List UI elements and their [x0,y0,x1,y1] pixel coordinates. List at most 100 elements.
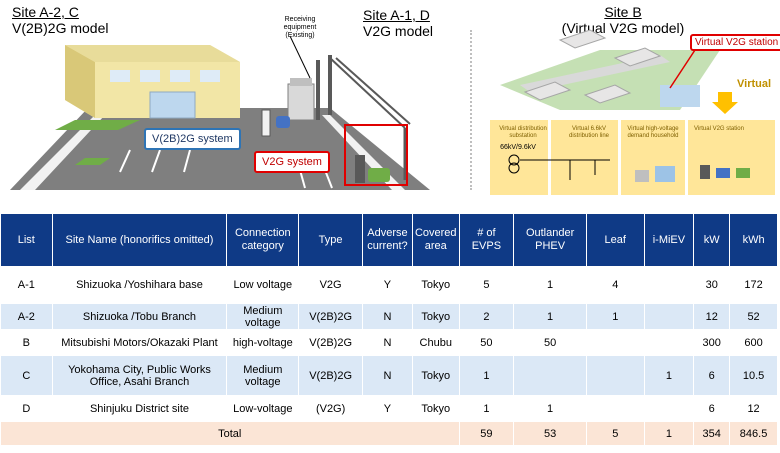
cell: 6 [693,355,731,396]
cell: A-2 [0,303,53,330]
table-header-row: List Site Name (honorifics omitted) Conn… [0,213,778,267]
cell: Tokyo [411,266,460,304]
cell: high-voltage [226,329,300,356]
cell: Tokyo [411,395,460,422]
header-connection: Connection category [226,213,300,267]
total-label: Total [0,421,460,446]
cell: N [362,355,413,396]
cell: Shinjuku District site [51,395,228,422]
cell: 6 [693,395,731,422]
header-list: List [0,213,53,267]
receiving-text: Receiving equipment [283,16,317,31]
cell: 172 [729,266,778,304]
cell: 1 [513,395,587,422]
cell: 50 [513,329,587,356]
cell: Shizuoka /Tobu Branch [51,303,228,330]
cell: C [0,355,53,396]
cell: 5 [458,266,515,304]
site-ad-label: Site A-1, D V2G model [363,7,433,39]
receiving-equipment-label: Receiving equipment (Existing) [270,16,330,40]
cell [585,329,645,356]
v2b2g-system-tag: V(2B)2G system [144,128,241,150]
total-cell: 1 [643,421,695,446]
total-cell: 53 [513,421,587,446]
site-illustration: Site A-2, C V(2B)2G model Site A-1, D V2… [0,0,780,210]
voltage-label: 66kV/9.6kV [500,144,536,151]
site-ac-title: Site A-2, C [12,4,79,20]
cell: Medium voltage [226,303,300,330]
total-cell: 846.5 [729,421,778,446]
total-cell: 354 [693,421,731,446]
cell: Mitsubishi Motors/Okazaki Plant [51,329,228,356]
cell: Y [362,395,413,422]
cell: Low voltage [226,266,300,304]
header-imiev: i-MiEV [643,213,695,267]
cell: V(2B)2G [298,329,363,356]
cell: 4 [585,266,645,304]
cell: 2 [458,303,515,330]
header-adverse: Adverse current? [362,213,413,267]
site-a-illustration [10,35,430,190]
cell: (V2G) [298,395,363,422]
header-kwh: kWh [729,213,778,267]
header-site-name: Site Name (honorifics omitted) [51,213,228,267]
cell: Medium voltage [226,355,300,396]
cell: Y [362,266,413,304]
cell [643,266,695,304]
cell: 50 [458,329,515,356]
cell: 1 [513,266,587,304]
cell: Low-voltage [226,395,300,422]
site-b-title: Site B [604,4,642,20]
virtual-line-label: Virtual 6.6kV distribution line [568,126,610,139]
cell: D [0,395,53,422]
virtual-household-label: Virtual high-voltage demand household [627,126,679,139]
cell [585,395,645,422]
virtual-station-small-label: Virtual V2G station [694,126,744,132]
cell: 1 [643,355,695,396]
cell: 30 [693,266,731,304]
cell [585,355,645,396]
cell: 1 [458,355,515,396]
cell: Tokyo [411,303,460,330]
virtual-substation-label: Virtual distribution substation [499,126,547,139]
cell: V(2B)2G [298,303,363,330]
cell: 12 [693,303,731,330]
header-type: Type [298,213,363,267]
cell: 600 [729,329,778,356]
cell: V2G [298,266,363,304]
header-kw: kW [693,213,731,267]
section-divider [470,30,472,190]
cell: 1 [513,303,587,330]
cell: V(2B)2G [298,355,363,396]
cell: 10.5 [729,355,778,396]
cell: Tokyo [411,355,460,396]
site-table: List Site Name (honorifics omitted) Conn… [0,213,778,446]
header-outlander: Outlander PHEV [513,213,587,267]
total-cell: 5 [585,421,645,446]
v2g-system-tag: V2G system [254,151,330,173]
cell: B [0,329,53,356]
cell: 1 [585,303,645,330]
cell: 300 [693,329,731,356]
site-ad-subtitle: V2G model [363,23,434,39]
total-cell: 59 [458,421,515,446]
site-b-illustration [490,29,775,195]
cell: Shizuoka /Yoshihara base [51,266,228,304]
cell: 52 [729,303,778,330]
existing-text: (Existing) [285,32,315,39]
cell: Yokohama City, Public Works Office, Asah… [51,355,228,396]
site-ac-label: Site A-2, C V(2B)2G model [12,4,108,36]
site-ad-title: Site A-1, D [363,7,430,23]
cell: N [362,329,413,356]
cell: 1 [458,395,515,422]
cell: 12 [729,395,778,422]
cell [643,329,695,356]
cell [643,395,695,422]
total-row: Total 59 53 5 1 354 846.5 [0,421,778,446]
header-area: Covered area [411,213,460,267]
cell: N [362,303,413,330]
